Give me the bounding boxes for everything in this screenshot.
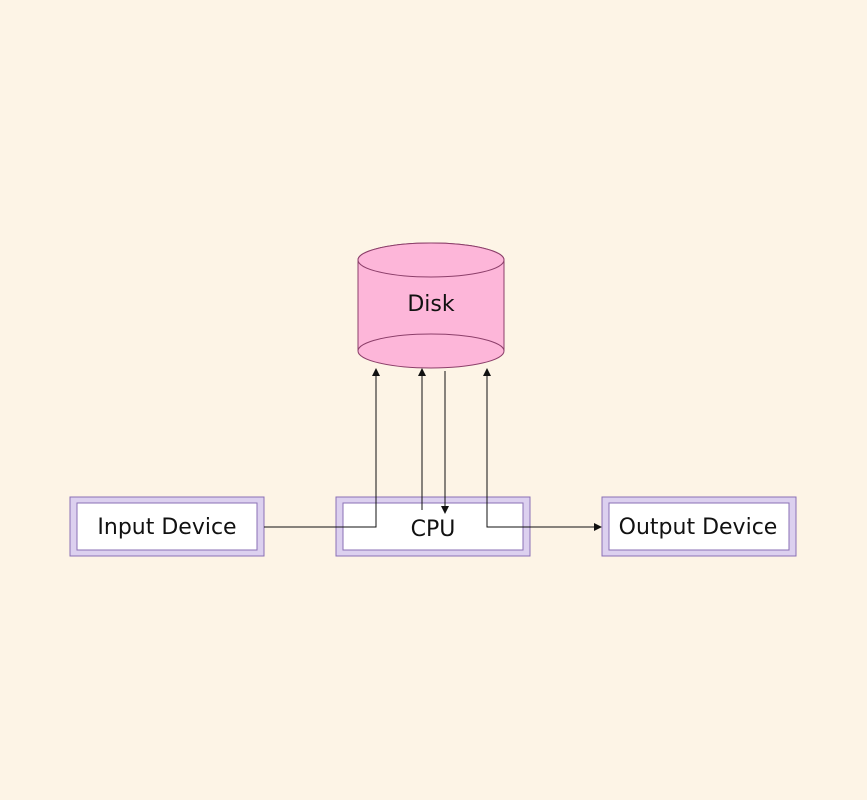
edge-input-to-disk xyxy=(264,368,380,528)
disk-cylinder-bottom-rim xyxy=(357,333,505,352)
disk-node[interactable]: Disk xyxy=(357,242,505,369)
disk-cylinder-top xyxy=(357,242,505,278)
disk-label: Disk xyxy=(407,292,455,317)
output-device-inner-box xyxy=(608,502,790,551)
input-device-label: Input Device xyxy=(97,515,236,540)
input-device-node[interactable]: Input Device xyxy=(69,496,265,557)
output-device-node[interactable]: Output Device xyxy=(601,496,797,557)
output-device-label: Output Device xyxy=(619,515,778,540)
input-device-inner-box xyxy=(76,502,258,551)
edge-cpu-to-disk-right xyxy=(483,368,530,528)
cpu-label: CPU xyxy=(411,517,456,542)
